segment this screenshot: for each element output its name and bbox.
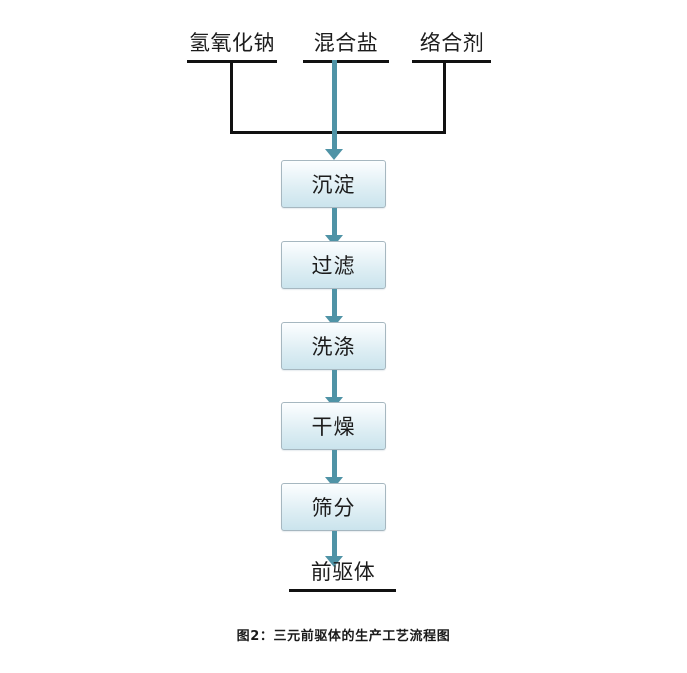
arrow-head-icon (325, 235, 343, 246)
process-box-sieving[interactable]: 筛分 (281, 483, 386, 531)
arrow-shaft (331, 289, 337, 317)
input-label-naoh: 氢氧化钠 (189, 31, 275, 55)
arrow-shaft (331, 370, 337, 398)
input-rule-mixed-salt (303, 60, 389, 63)
output-label-precursor: 前驱体 (310, 560, 376, 584)
arrow-precipitation-to-filtration (324, 208, 344, 246)
feed-bracket-right-line (443, 60, 446, 134)
input-label-complexing-agent: 络合剂 (419, 31, 485, 55)
arrow-shaft (331, 450, 337, 478)
arrow-filtration-to-washing (324, 289, 344, 327)
input-label-mixed-salt: 混合盐 (313, 31, 379, 55)
arrow-head-icon (325, 149, 343, 160)
arrow-head-icon (325, 477, 343, 488)
feed-bracket-left-line (230, 60, 233, 134)
figure-caption: 图2：三元前驱体的生产工艺流程图 (236, 629, 451, 644)
arrow-head-icon (325, 316, 343, 327)
process-box-drying[interactable]: 干燥 (281, 402, 386, 450)
arrow-drying-to-sieving (324, 450, 344, 488)
arrow-shaft (331, 531, 337, 557)
arrow-shaft (331, 208, 337, 236)
process-box-precipitation[interactable]: 沉淀 (281, 160, 386, 208)
input-rule-complexing-agent (412, 60, 491, 63)
arrow-head-icon (325, 556, 343, 567)
arrow-feed-to-precipitation (324, 60, 344, 160)
feed-bracket-bottom-line (230, 131, 446, 134)
arrow-sieving-to-product (324, 531, 344, 567)
process-box-washing[interactable]: 洗涤 (281, 322, 386, 370)
output-rule-precursor (289, 589, 396, 592)
arrow-shaft (331, 60, 337, 150)
process-box-filtration[interactable]: 过滤 (281, 241, 386, 289)
